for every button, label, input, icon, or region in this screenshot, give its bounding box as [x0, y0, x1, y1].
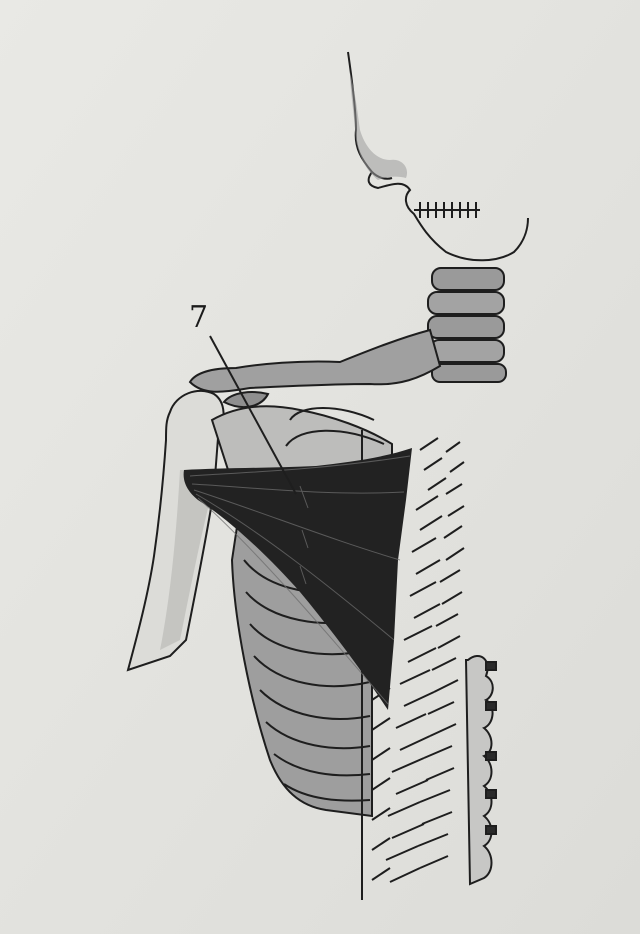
teeth [414, 202, 480, 218]
humerus [126, 389, 225, 672]
highlighted-muscle [183, 448, 412, 710]
cervical-spine [427, 267, 507, 383]
callout-leader-line [209, 335, 297, 495]
callout-label-7: 7 [189, 300, 209, 335]
clavicle [188, 328, 442, 409]
head-shading [350, 72, 408, 180]
spinous-processes [464, 655, 497, 886]
